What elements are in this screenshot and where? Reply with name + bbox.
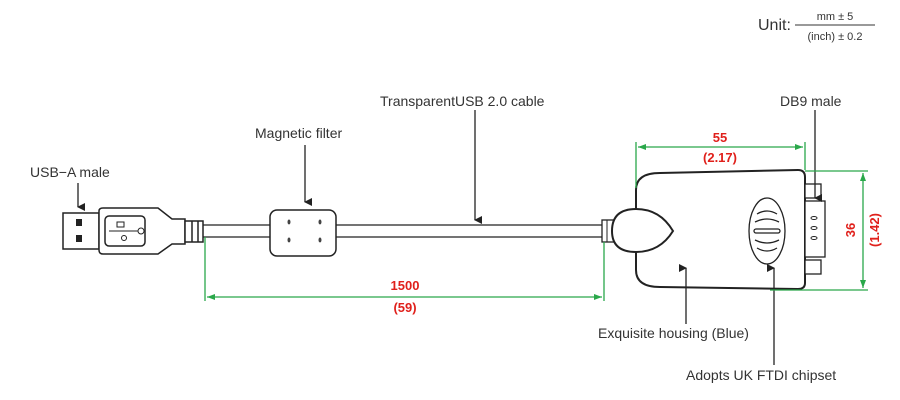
callout-arrows — [77, 110, 822, 365]
filter-label: Magnetic filter — [255, 125, 342, 141]
housing-label: Exquisite housing (Blue) — [598, 325, 749, 341]
db9-connector — [804, 183, 826, 275]
cable-length-inch: (59) — [393, 300, 416, 315]
unit-label: Unit: — [758, 17, 791, 34]
cable-label: TransparentUSB 2.0 cable — [380, 93, 545, 109]
housing-length-mm: 55 — [713, 130, 727, 145]
usb-a-plug — [62, 207, 204, 255]
magnetic-filter — [269, 209, 337, 257]
chipset-label: Adopts UK FTDI chipset — [686, 367, 836, 383]
dimension-lines — [204, 142, 868, 301]
unit-denominator: (inch) ± 0.2 — [808, 31, 863, 43]
usb-cable — [200, 224, 605, 238]
db9-label: DB9 male — [780, 93, 842, 109]
unit-legend: Unit: mm ± 5 (inch) ± 0.2 — [758, 11, 875, 43]
housing-height-inch: (1.42) — [867, 213, 882, 247]
adapter-housing — [601, 168, 826, 291]
usb-a-label: USB−A male — [30, 164, 110, 180]
cable-length-mm: 1500 — [391, 278, 420, 293]
housing-length-inch: (2.17) — [703, 150, 737, 165]
housing-height-mm: 36 — [843, 223, 858, 237]
usb-symbol-icon — [109, 221, 145, 241]
unit-numerator: mm ± 5 — [817, 11, 854, 23]
